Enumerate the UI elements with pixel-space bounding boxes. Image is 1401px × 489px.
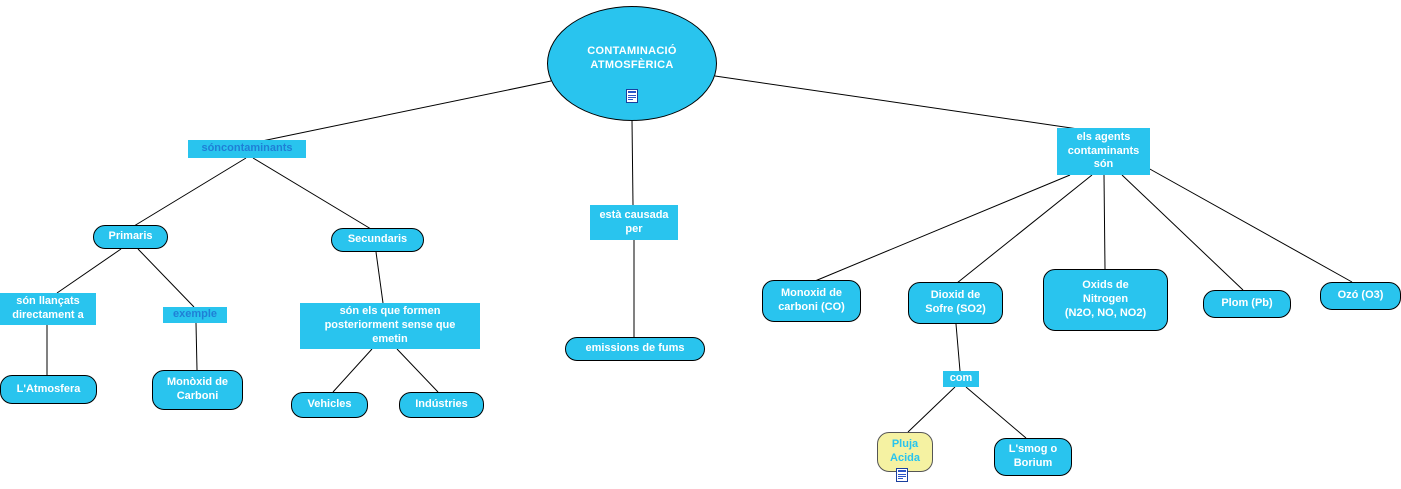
connector-line — [56, 248, 122, 294]
connector-line — [137, 248, 195, 308]
connector-line — [1103, 174, 1106, 270]
linking-phrase-son-llancats-directament-a[interactable]: són llançats directament a — [0, 293, 96, 325]
connector-line — [375, 251, 384, 304]
concept-node-monoxid-de-carboni[interactable]: Monòxid de Carboni — [152, 370, 243, 410]
connector-line — [332, 348, 373, 393]
connector-line — [1147, 167, 1353, 283]
connector-line — [261, 80, 552, 142]
concept-node-emissions-de-fums[interactable]: emissions de fums — [565, 337, 705, 361]
connector-line — [956, 174, 1093, 284]
concept-node-monoxid-de-carboni-co[interactable]: Monoxid de carboni (CO) — [762, 280, 861, 322]
concept-node-primaris[interactable]: Primaris — [93, 225, 168, 249]
connector-line — [955, 323, 961, 372]
concept-node-plom-pb[interactable]: Plom (Pb) — [1203, 290, 1291, 318]
concept-node-oxids-de-nitrogen[interactable]: Oxids de Nitrogen (N2O, NO, NO2) — [1043, 269, 1168, 331]
concept-node-vehicles[interactable]: Vehicles — [291, 392, 368, 418]
connector-line — [631, 119, 634, 206]
connector-line — [814, 174, 1071, 282]
concept-node-smog-o-borium[interactable]: L'smog o Borium — [994, 438, 1072, 476]
linking-phrase-soncontaminants[interactable]: sóncontaminants — [188, 140, 306, 158]
root-concept-contaminacio-atmosferica[interactable]: CONTAMINACIÓ ATMOSFÈRICA — [547, 6, 717, 121]
connector-line — [396, 348, 439, 393]
resource-icon[interactable] — [626, 88, 638, 103]
connector-line — [965, 386, 1027, 439]
connector-line — [907, 386, 956, 433]
linking-phrase-com[interactable]: com — [943, 371, 979, 387]
connector-line — [195, 322, 198, 371]
concept-node-pluja-acida[interactable]: Pluja Acida — [877, 432, 933, 472]
concept-node-secundaris[interactable]: Secundaris — [331, 228, 424, 252]
concept-node-industries[interactable]: Indústries — [399, 392, 484, 418]
connector-line — [252, 157, 372, 230]
connector-line — [133, 157, 247, 227]
linking-phrase-son-els-que-formen[interactable]: són els que formen posteriorment sense q… — [300, 303, 480, 349]
resource-icon[interactable] — [896, 468, 908, 482]
concept-node-ozo-o3[interactable]: Ozó (O3) — [1320, 282, 1401, 310]
root-concept-label: CONTAMINACIÓ ATMOSFÈRICA — [587, 45, 677, 71]
linking-phrase-els-agents-contaminants-son[interactable]: els agents contaminants són — [1057, 128, 1150, 175]
linking-phrase-exemple[interactable]: exemple — [163, 307, 227, 323]
connector-line — [714, 75, 1086, 131]
concept-node-dioxid-de-sofre-so2[interactable]: Dioxid de Sofre (SO2) — [908, 282, 1003, 324]
concept-node-atmosfera[interactable]: L'Atmosfera — [0, 375, 97, 404]
linking-phrase-esta-causada-per[interactable]: està causada per — [590, 205, 678, 240]
